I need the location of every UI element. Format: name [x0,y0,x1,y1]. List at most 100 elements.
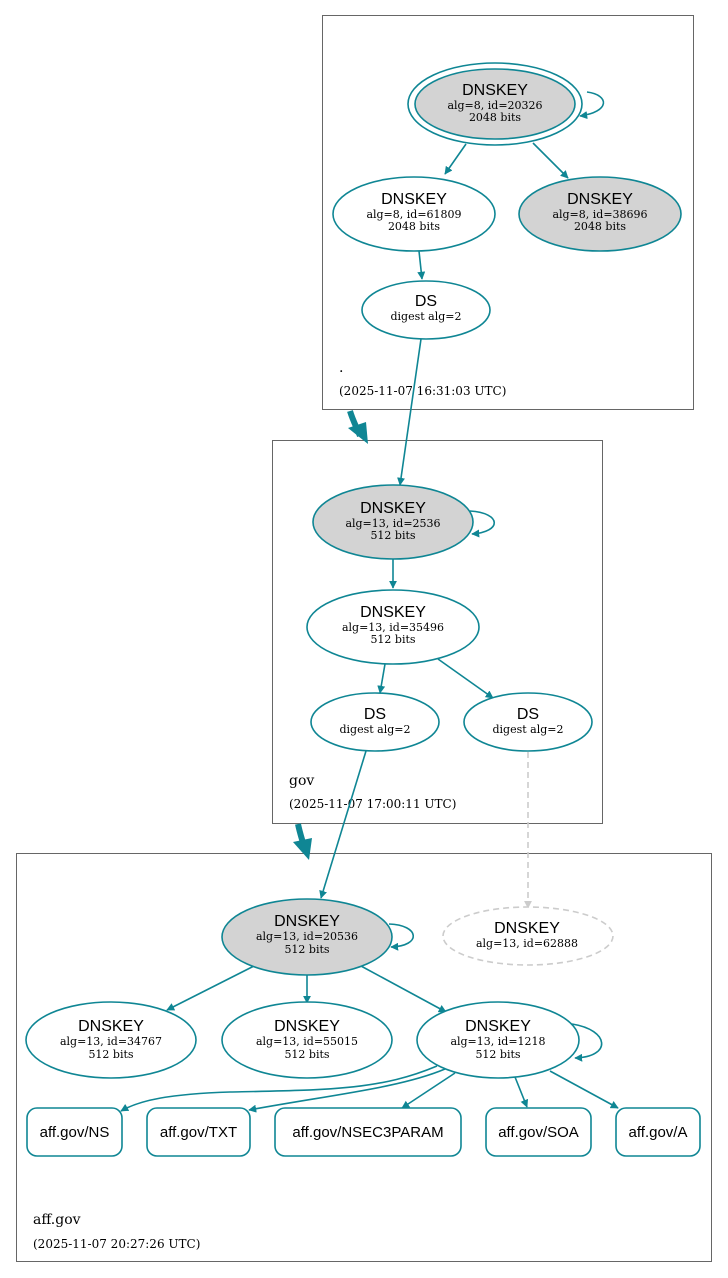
node-root-key3-id: alg=8, id=38696 [552,208,647,221]
node-aff-missing-key-shape [442,906,614,966]
edge-aff-zsk-self [571,1023,603,1062]
node-root-key3-title: DNSKEY [567,191,633,208]
node-root-key3[interactable]: DNSKEY alg=8, id=38696 2048 bits [518,176,682,252]
node-gov-ksk[interactable]: DNSKEY alg=13, id=2536 512 bits [312,484,474,560]
rrset-soa-box [485,1107,592,1157]
node-aff-ds-2-title: DS [517,706,539,723]
edge-aff-ksk-to-key1 [166,965,255,1011]
node-aff-key-1[interactable]: DNSKEY alg=13, id=34767 512 bits [25,1001,197,1079]
rrset-nsec3param[interactable]: aff.gov/NSEC3PARAM [274,1107,462,1157]
rrset-a-box [615,1107,701,1157]
node-gov-ds-in-root-digest: digest alg=2 [390,310,461,323]
node-gov-zsk-bits: 512 bits [370,633,415,646]
rrset-soa[interactable]: aff.gov/SOA [485,1107,592,1157]
edge-ds1-to-aff-ksk [319,750,367,899]
zone-root-timestamp: (2025-11-07 16:31:03 UTC) [339,384,506,398]
node-root-ksk-bits: 2048 bits [469,111,521,124]
edge-root-ksk-to-zsk [444,143,467,175]
node-root-zsk-shape [332,176,496,252]
node-aff-key-2-shape [221,1001,393,1079]
node-gov-ds-in-root[interactable]: DS digest alg=2 [361,280,491,340]
edge-zsk-to-soa [514,1076,529,1108]
node-root-ksk[interactable]: DNSKEY alg=8, id=20326 2048 bits [407,62,583,146]
edge-zsk-to-txt [248,1068,446,1113]
node-gov-ds-in-root-title: DS [415,293,437,310]
node-aff-ds-1-shape [310,692,440,752]
edge-root-ksk-to-key3 [532,142,569,179]
node-root-zsk-id: alg=8, id=61809 [366,208,461,221]
node-aff-key-1-shape [25,1001,197,1079]
node-aff-ksk-shape [221,898,393,976]
node-aff-key-1-id: alg=13, id=34767 [60,1035,162,1048]
node-root-key3-shape [518,176,682,252]
rrset-soa-label: aff.gov/SOA [498,1124,579,1141]
zone-gov-timestamp: (2025-11-07 17:00:11 UTC) [289,797,456,811]
node-root-key3-bits: 2048 bits [574,220,626,233]
edge-gov-ksk-self [469,510,496,538]
rrset-ns-box [26,1107,123,1157]
rrset-txt-label: aff.gov/TXT [160,1124,237,1141]
node-aff-missing-key-title: DNSKEY [494,920,560,937]
node-root-zsk[interactable]: DNSKEY alg=8, id=61809 2048 bits [332,176,496,252]
node-aff-ds-1[interactable]: DS digest alg=2 [310,692,440,752]
zone-root-name: . [339,360,343,376]
node-aff-zsk-shape [416,1001,580,1079]
rrset-txt[interactable]: aff.gov/TXT [146,1107,251,1157]
node-aff-zsk-bits: 512 bits [475,1048,520,1061]
node-aff-key-1-bits: 512 bits [88,1048,133,1061]
edge-gov-zsk-to-ds2 [437,658,494,699]
node-root-ksk-shape [414,68,576,140]
zone-affgov-name: aff.gov [33,1212,81,1228]
node-gov-ksk-shape [312,484,474,560]
node-aff-zsk-id: alg=13, id=1218 [450,1035,545,1048]
rrset-ns[interactable]: aff.gov/NS [26,1107,123,1157]
node-aff-missing-key-id: alg=13, id=62888 [476,937,578,950]
node-aff-missing-key[interactable]: DNSKEY alg=13, id=62888 [442,906,614,966]
node-aff-key-2-title: DNSKEY [274,1018,340,1035]
rrset-ns-label: aff.gov/NS [40,1124,110,1141]
node-aff-ksk[interactable]: DNSKEY alg=13, id=20536 512 bits [221,898,393,976]
rrset-nsec3param-label: aff.gov/NSEC3PARAM [292,1124,443,1141]
edge-root-ksk-self [579,91,605,120]
node-aff-key-2-id: alg=13, id=55015 [256,1035,358,1048]
node-root-zsk-title: DNSKEY [381,191,447,208]
edge-zsk-to-a [549,1070,619,1109]
edge-root-zsk-to-ds [417,250,426,280]
node-root-ksk-title: DNSKEY [462,82,528,99]
node-aff-ds-1-title: DS [364,706,386,723]
edge-aff-ksk-self [388,923,415,951]
edge-zsk-to-nsec3param [401,1072,456,1109]
zone-affgov-timestamp: (2025-11-07 20:27:26 UTC) [33,1237,200,1251]
node-aff-zsk[interactable]: DNSKEY alg=13, id=1218 512 bits [416,1001,580,1079]
node-aff-key-2-bits: 512 bits [284,1048,329,1061]
node-gov-ds-in-root-shape [361,280,491,340]
rrset-a[interactable]: aff.gov/A [615,1107,701,1157]
edge-aff-ksk-to-zsk [360,965,447,1013]
node-gov-ksk-id: alg=13, id=2536 [345,517,440,530]
edge-ds-to-gov-ksk [397,338,422,486]
node-gov-zsk-shape [306,589,480,665]
node-aff-ds-2-digest: digest alg=2 [492,723,563,736]
edge-gov-zsk-to-ds1 [377,663,386,694]
node-root-zsk-bits: 2048 bits [388,220,440,233]
node-root-ksk-outer-ring [407,62,583,146]
node-aff-ds-2-shape [463,692,593,752]
node-gov-ksk-title: DNSKEY [360,500,426,517]
edge-zsk-to-ns [120,1065,438,1112]
node-aff-ksk-title: DNSKEY [274,913,340,930]
node-gov-zsk[interactable]: DNSKEY alg=13, id=35496 512 bits [306,589,480,665]
node-aff-ds-1-digest: digest alg=2 [339,723,410,736]
node-gov-zsk-id: alg=13, id=35496 [342,621,444,634]
node-aff-key-2[interactable]: DNSKEY alg=13, id=55015 512 bits [221,1001,393,1079]
delegation-gov-to-affgov-arrowhead [293,838,312,860]
node-aff-ds-2[interactable]: DS digest alg=2 [463,692,593,752]
rrset-nsec3param-box [274,1107,462,1157]
rrset-txt-box [146,1107,251,1157]
node-root-ksk-id: alg=8, id=20326 [447,99,542,112]
node-gov-ksk-bits: 512 bits [370,529,415,542]
node-aff-ksk-id: alg=13, id=20536 [256,930,358,943]
node-aff-ksk-bits: 512 bits [284,943,329,956]
zone-gov-name: gov [289,773,314,789]
